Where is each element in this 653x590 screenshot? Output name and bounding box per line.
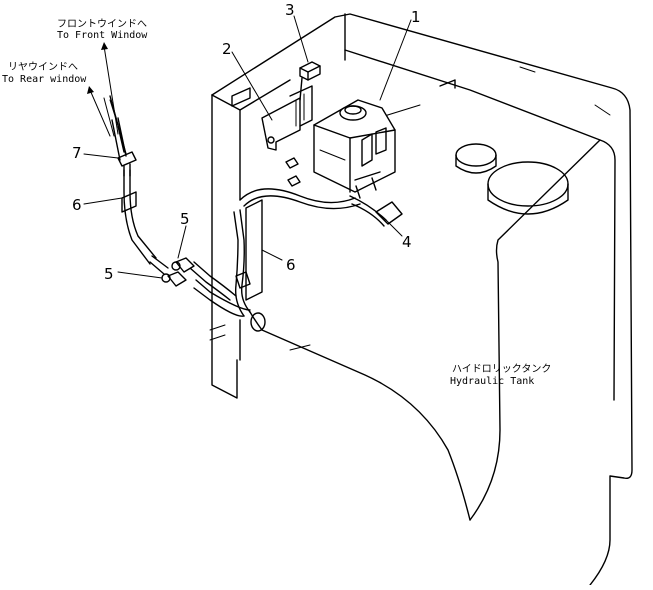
leader-lines [83, 15, 412, 279]
hoses [189, 188, 403, 332]
check-valves [149, 255, 195, 287]
callout-6-right: 6 [286, 256, 296, 274]
rear-window-label-en: To Rear window [2, 74, 87, 85]
rear-window-label-jp: リヤウインドへ [8, 61, 78, 73]
callout-2: 2 [222, 40, 232, 58]
left-hoses [103, 95, 157, 265]
front-window-label-jp: フロントウインドへ [57, 18, 147, 30]
bracket [261, 85, 313, 187]
callout-1: 1 [411, 8, 421, 26]
front-window-label-en: To Front Window [57, 30, 148, 41]
washer-tank [313, 99, 396, 199]
direction-arrows [87, 42, 119, 137]
labels: フロントウインドへ To Front Window リヤウインドへ To Rea… [2, 18, 551, 387]
callout-4: 4 [402, 233, 412, 251]
callout-3: 3 [285, 1, 295, 19]
callout-7: 7 [72, 144, 82, 162]
hydraulic-tank [209, 13, 633, 586]
callout-5-upper: 5 [180, 210, 190, 228]
callout-6-left: 6 [72, 196, 82, 214]
hydraulic-tank-label-jp: ハイドロリックタンク [452, 363, 551, 375]
hydraulic-tank-label-en: Hydraulic Tank [450, 376, 534, 387]
callout-5-lower: 5 [104, 265, 114, 283]
callouts: 1 2 3 4 5 5 6 6 7 [72, 1, 421, 283]
bolt [299, 61, 321, 101]
